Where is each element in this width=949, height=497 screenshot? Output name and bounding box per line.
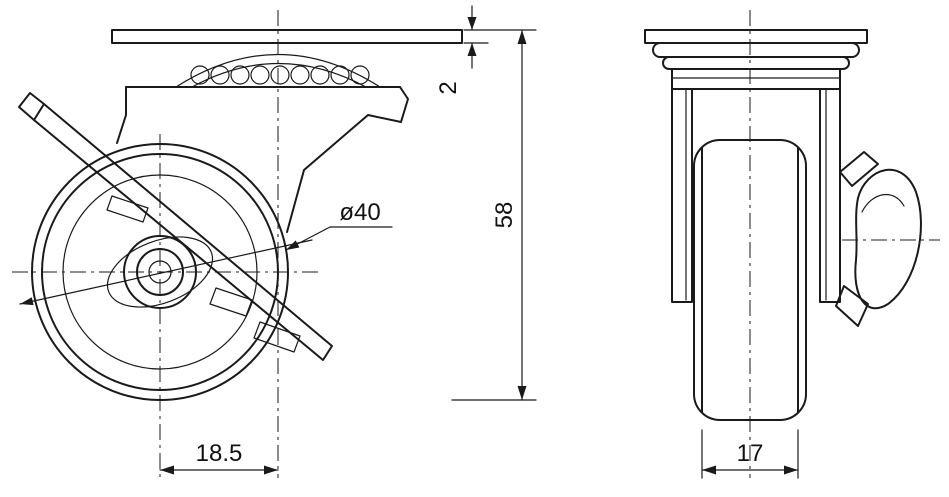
wheel-width-label: 17: [737, 440, 764, 467]
offset-label: 18.5: [196, 440, 243, 467]
top-plate: [111, 29, 463, 44]
swivel-stack: [652, 42, 860, 90]
dimension-height: 58: [451, 29, 537, 401]
dimension-wheel-diameter: ø40: [285, 199, 393, 251]
axis-arrow: [19, 239, 313, 306]
dimension-wheel-width: 17: [701, 429, 799, 479]
dimension-offset: 18.5: [159, 440, 279, 475]
brake-knob: [835, 151, 940, 327]
front-view: 17: [644, 10, 940, 479]
fork-legs: [671, 88, 841, 303]
brake-lever: [18, 92, 333, 361]
dimension-plate-thickness: 2: [435, 5, 489, 95]
height-label: 58: [491, 202, 518, 229]
side-view: ø40 18.5 2 58: [12, 5, 537, 478]
wheel-diameter-label: ø40: [339, 199, 380, 226]
plate-thickness-label: 2: [435, 81, 462, 94]
top-plate-front: [644, 29, 868, 44]
swivel-bracket: [106, 86, 409, 317]
